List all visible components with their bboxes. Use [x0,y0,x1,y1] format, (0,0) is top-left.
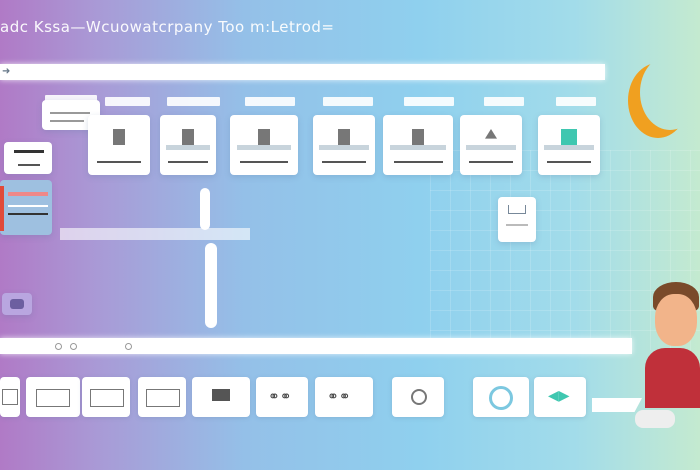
window-icon [90,389,124,407]
file-card-3[interactable] [230,115,298,175]
bottom-card-6[interactable]: ⚭⚭ [256,377,308,417]
pointer-tab [592,398,642,412]
circle-icon [411,389,427,405]
tab-1[interactable] [45,95,97,104]
bottom-card-10[interactable]: ◀▶ [534,377,586,417]
arrow-right-icon: ➜ [2,66,11,77]
connector-node [200,188,210,230]
tab-7[interactable] [484,97,524,106]
file-card-6[interactable] [460,115,522,175]
connector-line [60,228,250,240]
bottom-card-3[interactable] [82,377,130,417]
link-icon: ⚭⚭ [327,389,351,405]
tab-2[interactable] [105,97,150,106]
circle-icon [489,386,513,410]
file-card-2[interactable] [160,115,216,175]
document-icon [338,129,350,145]
tab-4[interactable] [245,97,295,106]
avatar-arm [635,410,675,428]
document-icon [182,129,194,145]
link-icon: ⚭⚭ [268,389,292,405]
teal-folder-icon [561,129,577,145]
document-icon [113,129,125,145]
upload-icon [485,129,497,139]
file-card-7[interactable] [538,115,600,175]
tab-8[interactable] [556,97,596,106]
bottom-card-4[interactable] [138,377,186,417]
window-icon [2,389,18,405]
avatar-shirt [645,348,700,408]
image-icon [212,389,230,401]
top-address-bar[interactable] [0,64,605,80]
avatar [635,280,700,470]
document-icon [258,129,270,145]
dot-icon [55,343,62,350]
alert-stripe [0,186,4,231]
dot-icon [125,343,132,350]
bottom-card-9[interactable] [473,377,529,417]
window-icon [36,389,70,407]
toggle-widget[interactable] [2,293,32,315]
dot-icon [70,343,77,350]
avatar-face [655,294,697,346]
bottom-card-2[interactable] [26,377,80,417]
tab-5[interactable] [323,97,373,106]
window-icon [146,389,180,407]
bottom-toolbar[interactable] [0,338,632,354]
arrows-icon: ◀▶ [548,388,570,404]
side-form-panel[interactable] [0,180,52,235]
page-title: adc Kssa—Wcuowatcrpany Too m:Letrod= [0,18,335,36]
connector-node [205,243,217,328]
bottom-card-1[interactable] [0,377,20,417]
side-info-panel[interactable] [4,142,52,174]
file-card-5[interactable] [383,115,453,175]
tab-6[interactable] [404,97,454,106]
file-card-4[interactable] [313,115,375,175]
envelope-icon [508,205,526,214]
bottom-card-5[interactable] [192,377,250,417]
bottom-card-7[interactable]: ⚭⚭ [315,377,373,417]
mail-card[interactable] [498,197,536,242]
document-icon [412,129,424,145]
tab-3[interactable] [167,97,220,106]
file-card-1[interactable] [88,115,150,175]
bottom-card-8[interactable] [392,377,444,417]
moon-icon [640,55,700,130]
